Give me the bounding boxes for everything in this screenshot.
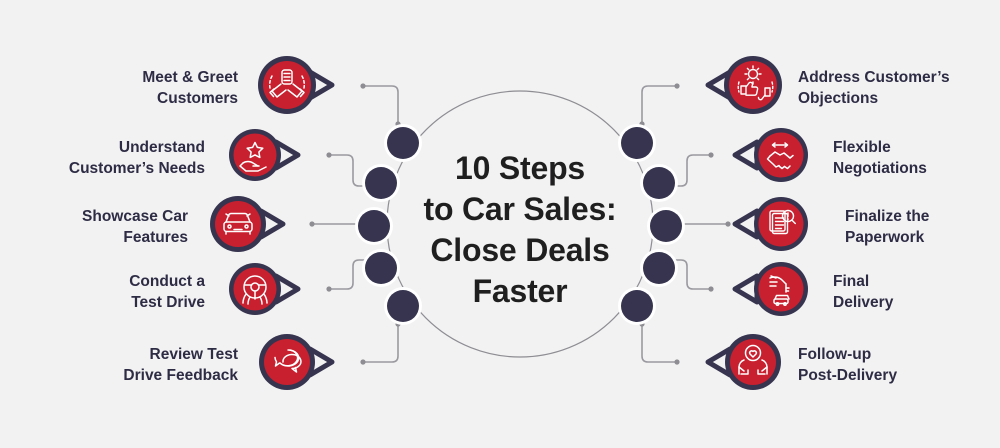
step-label-5-line-2: Drive Feedback	[123, 367, 238, 385]
node-dot-7[interactable]	[640, 164, 678, 202]
node-dot-3[interactable]	[355, 207, 393, 245]
step-badge-8[interactable]	[735, 197, 808, 251]
step-label-6-line-1: Address Customer’s	[798, 69, 950, 86]
step-label-2: Understand Customer’s Needs	[69, 137, 205, 180]
step-label-7-line-1: Flexible	[833, 139, 891, 156]
document-search-icon	[769, 209, 796, 235]
step-label-6: Address Customer’s Objections	[798, 67, 950, 110]
step-badge-9[interactable]	[735, 262, 808, 316]
step-badge-5[interactable]	[259, 334, 332, 390]
step-label-4-line-1: Conduct a	[129, 273, 205, 290]
step-badge-4[interactable]	[229, 263, 298, 315]
center-title-line-1: 10 Steps	[454, 150, 586, 187]
step-label-10: Follow-up Post-Delivery	[798, 344, 897, 387]
step-label-2-line-1: Understand	[118, 139, 205, 156]
node-dot-8[interactable]	[647, 207, 685, 245]
step-label-4: Conduct a Test Drive	[129, 271, 205, 314]
node-dot-9[interactable]	[640, 249, 678, 287]
hand-key-car-icon	[769, 275, 790, 306]
step-label-3-line-1: Showcase Car	[82, 208, 188, 225]
step-label-5: Review Test Drive Feedback	[123, 344, 238, 387]
step-badge-3[interactable]	[210, 196, 283, 252]
step-label-4-line-2: Test Drive	[131, 294, 205, 312]
handshake-greeting-icon	[268, 69, 306, 98]
node-dot-6[interactable]	[618, 124, 656, 162]
speech-bubbles-icon	[274, 349, 302, 373]
step-label-9-line-1: Final	[833, 273, 870, 290]
step-label-1: Meet & Greet Customers	[142, 67, 238, 110]
step-label-8-line-2: Paperwork	[845, 229, 925, 247]
step-label-6-line-2: Objections	[798, 90, 879, 108]
step-badge-7[interactable]	[735, 128, 808, 182]
step-label-10-line-1: Follow-up	[798, 346, 872, 363]
step-label-10-line-2: Post-Delivery	[798, 367, 898, 385]
node-dot-1[interactable]	[384, 124, 422, 162]
step-label-7: Flexible Negotiations	[833, 137, 927, 180]
center-title: 10 Steps to Car Sales: Close Deals Faste…	[400, 140, 640, 320]
step-label-2-line-2: Customer’s Needs	[68, 160, 205, 178]
step-label-3-line-2: Features	[123, 229, 188, 247]
step-label-5-line-1: Review Test	[149, 346, 238, 363]
step-label-8-line-1: Finalize the	[845, 208, 930, 225]
steering-wheel-icon	[242, 275, 268, 305]
center-title-line-2: to Car Sales:	[423, 191, 617, 228]
connectors-left	[311, 85, 399, 363]
thumbs-up-down-gear-icon	[737, 65, 774, 101]
step-badge-10[interactable]	[708, 334, 781, 390]
step-label-1-line-1: Meet & Greet	[142, 69, 238, 86]
step-badge-6[interactable]	[708, 56, 782, 114]
step-label-9: Final Delivery	[833, 271, 893, 314]
center-title-line-3: Close Deals	[430, 232, 610, 268]
car-front-icon	[223, 212, 253, 235]
center-title-line-4: Faster	[472, 272, 568, 309]
step-label-1-line-2: Customers	[157, 90, 238, 108]
step-label-9-line-2: Delivery	[833, 294, 894, 312]
circle-node-dots	[355, 124, 685, 325]
step-label-3: Showcase Car Features	[82, 206, 188, 249]
node-dot-2[interactable]	[362, 164, 400, 202]
step-badge-1[interactable]	[258, 56, 332, 114]
node-dot-10[interactable]	[618, 287, 656, 325]
hand-star-icon	[239, 141, 267, 172]
step-badge-2[interactable]	[229, 129, 298, 181]
handshake-arrows-icon	[766, 142, 794, 170]
connectors-right	[641, 85, 729, 363]
step-label-7-line-2: Negotiations	[833, 160, 927, 178]
node-dot-4[interactable]	[362, 249, 400, 287]
node-dot-5[interactable]	[384, 287, 422, 325]
step-label-8: Finalize the Paperwork	[845, 206, 929, 249]
heart-in-hands-icon	[738, 344, 768, 375]
